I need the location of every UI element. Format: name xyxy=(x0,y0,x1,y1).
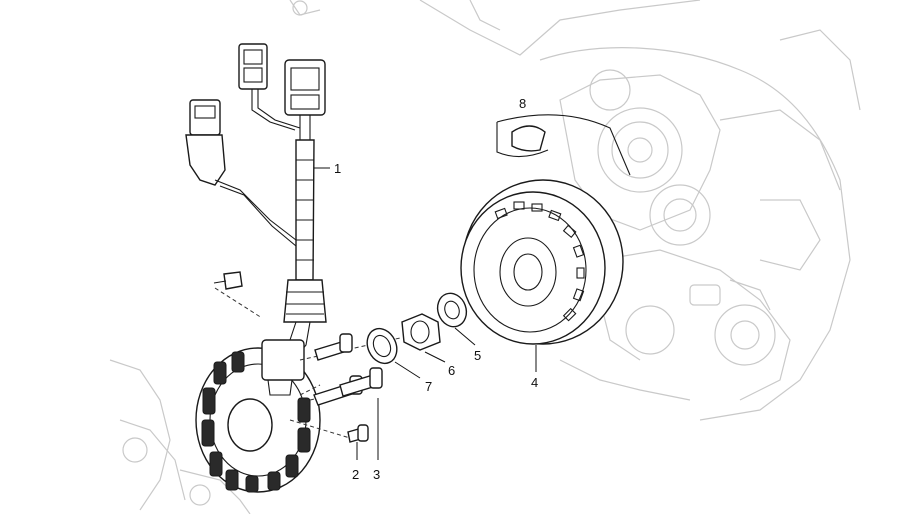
callout-7: 7 xyxy=(425,379,432,394)
woodruff-key-detail xyxy=(496,114,631,176)
flat-washer-7 xyxy=(366,327,398,365)
spring-washer-5 xyxy=(436,292,468,328)
callout-1: 1 xyxy=(334,161,341,176)
callout-8: 8 xyxy=(519,96,526,111)
engine-block-ghost xyxy=(289,0,861,421)
callout-5: 5 xyxy=(474,348,481,363)
callout-labels: 1 2 3 4 5 6 7 8 xyxy=(334,96,538,482)
callout-4: 4 xyxy=(531,375,538,390)
screw-top xyxy=(213,271,243,290)
stator-windings xyxy=(201,351,311,493)
rotor-slots xyxy=(494,201,585,322)
callout-3: 3 xyxy=(373,467,380,482)
stator-assembly xyxy=(195,339,321,493)
screw-part-3-b xyxy=(339,367,383,397)
screw-part-3-long xyxy=(314,333,353,361)
flywheel-rotor-4 xyxy=(460,179,624,345)
callout-6: 6 xyxy=(448,363,455,378)
callout-2: 2 xyxy=(352,467,359,482)
wiring-harness xyxy=(185,43,327,363)
flywheel-nut-6 xyxy=(401,313,441,351)
leader-lines xyxy=(314,167,537,460)
screw-part-2 xyxy=(347,424,369,443)
